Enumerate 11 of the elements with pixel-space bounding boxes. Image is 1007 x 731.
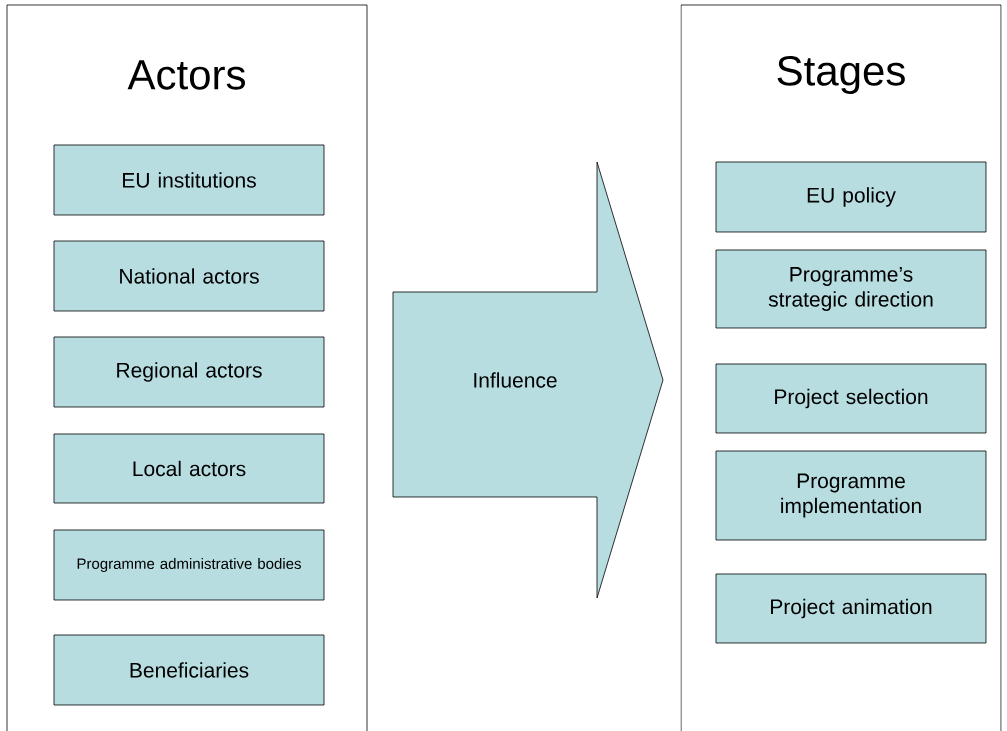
text-box: Programme administrative bodies — [53, 529, 325, 601]
text-box: Local actors — [53, 433, 325, 504]
text-box: Project selection — [715, 363, 987, 434]
text-box: Project animation — [715, 573, 987, 644]
text-box: Regional actors — [53, 336, 325, 408]
text-box: National actors — [53, 240, 325, 312]
text-box: Programme’s strategic direction — [715, 249, 987, 329]
text-box: Programme implementation — [715, 450, 987, 541]
text-box: EU policy — [715, 161, 987, 233]
text-box: Beneficiaries — [53, 634, 325, 706]
text-box: EU institutions — [53, 144, 325, 216]
